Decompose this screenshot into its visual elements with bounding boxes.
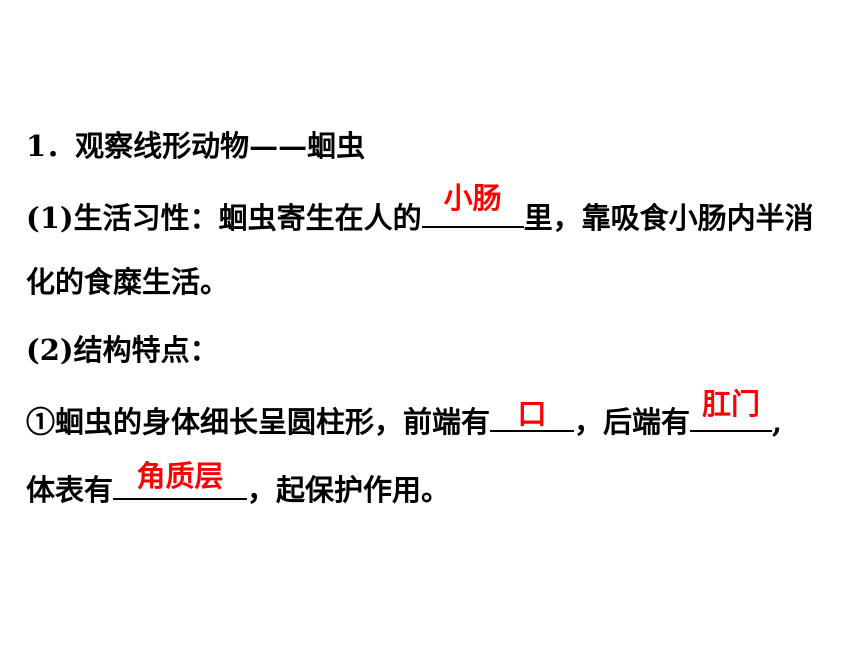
answer-small-intestine: 小肠 xyxy=(443,181,502,215)
habit-cont-line: 化的食糜生活。 xyxy=(26,264,229,300)
structure-heading: (2)结构特点： xyxy=(26,333,219,367)
answer-mouth: 口 xyxy=(517,397,547,431)
answer-anus: 肛门 xyxy=(702,387,761,421)
blank-small-intestine: 小肠 xyxy=(421,182,524,228)
habit-suffix: 里，靠吸食小肠内半消 xyxy=(523,201,814,235)
habit-line: (1)生活习性：蛔虫寄生在人的小肠里，靠吸食小肠内半消 xyxy=(26,182,814,235)
habit-prefix: (1)生活习性：蛔虫寄生在人的 xyxy=(26,201,422,235)
structure-s1-line: ①蛔虫的身体细长呈圆柱形，前端有口 ，后端有肛门, xyxy=(26,388,783,439)
s2-suffix: ，起保护作用。 xyxy=(247,473,451,507)
s2-prefix: 体表有 xyxy=(26,473,114,507)
habit-cont: 化的食糜生活。 xyxy=(26,265,230,299)
s1-middle: ，后端有 xyxy=(574,405,691,439)
s1-end: , xyxy=(772,405,783,439)
s1-prefix: ①蛔虫的身体细长呈圆柱形，前端有 xyxy=(26,405,491,439)
title-text: 1．观察线形动物——蛔虫 xyxy=(26,129,366,163)
structure-s2-line: 体表有角质层 ，起保护作用。 xyxy=(26,460,451,507)
title-line: 1．观察线形动物——蛔虫 xyxy=(26,128,365,164)
blank-mouth: 口 xyxy=(490,397,575,432)
answer-cuticle: 角质层 xyxy=(136,459,224,493)
blank-anus: 肛门 xyxy=(690,388,773,432)
blank-cuticle: 角质层 xyxy=(113,460,248,500)
structure-heading-line: (2)结构特点： xyxy=(26,332,219,368)
